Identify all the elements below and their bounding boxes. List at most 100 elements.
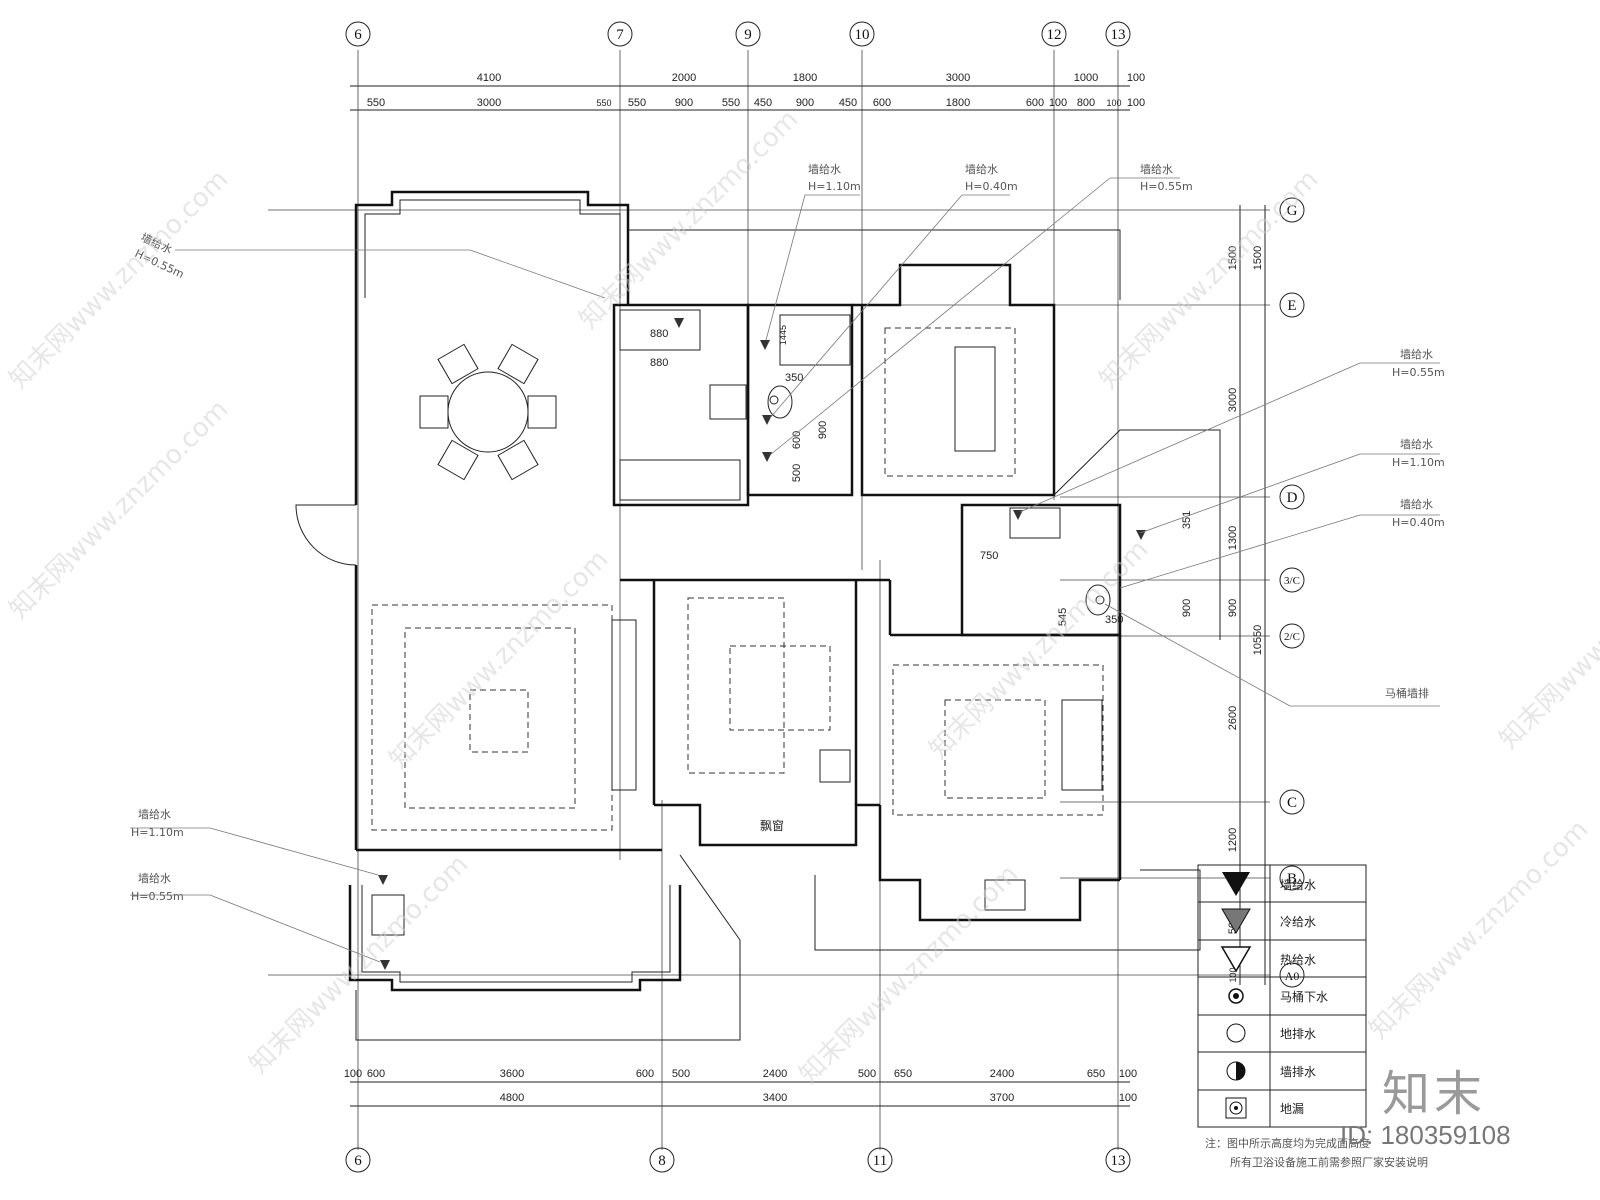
axis-bubble: 11	[867, 1147, 893, 1173]
svg-text:H=0.55m: H=0.55m	[1140, 180, 1193, 193]
svg-text:100: 100	[1049, 97, 1067, 109]
svg-text:H=1.10m: H=1.10m	[1392, 456, 1445, 469]
legend-row: 墙排水	[1226, 1061, 1316, 1081]
svg-text:550: 550	[628, 97, 646, 109]
svg-text:2/C: 2/C	[1284, 631, 1300, 643]
walls: 飘窗	[295, 190, 1221, 1041]
svg-text:墙给水: 墙给水	[1400, 437, 1433, 451]
axis-bubble: B	[1279, 865, 1305, 891]
svg-text:6: 6	[354, 27, 362, 43]
svg-text:550: 550	[722, 97, 740, 109]
wall-supply-triangle-icon	[1136, 530, 1146, 540]
top-axis-bubbles: 6 7 9 10 12 13	[345, 21, 1131, 47]
svg-text:1445: 1445	[778, 325, 788, 345]
svg-text:知末网www.znzmo.com: 知末网www.znzmo.com	[1094, 164, 1325, 395]
svg-text:100: 100	[1127, 72, 1145, 84]
svg-text:6: 6	[354, 1153, 362, 1169]
svg-text:H=1.10m: H=1.10m	[808, 180, 861, 193]
svg-text:马桶墙排: 马桶墙排	[1385, 686, 1429, 700]
callout-wall-water: 墙给水 H=0.40m	[769, 162, 1018, 419]
right-axis-bubbles: G E D 3/C 2/C C B A0	[1279, 197, 1305, 988]
svg-text:550: 550	[596, 98, 611, 108]
svg-text:3400: 3400	[763, 1092, 787, 1104]
svg-text:2400: 2400	[990, 1068, 1014, 1080]
svg-text:H=0.55m: H=0.55m	[131, 890, 184, 903]
svg-text:冷给水: 冷给水	[1280, 915, 1316, 929]
legend-row: 地漏	[1225, 1097, 1304, 1119]
svg-text:墙排水: 墙排水	[1280, 1065, 1316, 1079]
wall-supply-triangle-icon	[674, 318, 684, 328]
callout-wall-water: 墙给水 H=0.55m	[133, 230, 606, 299]
svg-text:8: 8	[658, 1153, 666, 1169]
svg-text:热给水: 热给水	[1280, 953, 1316, 967]
legend-row: 冷给水	[1221, 908, 1316, 934]
svg-text:3000: 3000	[477, 97, 501, 109]
svg-text:100: 100	[1106, 98, 1121, 108]
floor-leak-icon	[1225, 1097, 1247, 1119]
axis-bubble: 8	[649, 1147, 675, 1173]
svg-text:C: C	[1287, 795, 1297, 811]
svg-text:1200: 1200	[1227, 828, 1239, 852]
cold-supply-triangle-icon	[1221, 908, 1251, 934]
axis-bubble: 10	[849, 21, 875, 47]
axis-bubble: 6	[345, 1147, 371, 1173]
toilet-drain-icon	[1228, 988, 1244, 1004]
svg-text:351: 351	[1181, 511, 1193, 529]
callout-wall-water: 墙给水 H=0.55m	[130, 871, 381, 963]
svg-text:H=0.40m: H=0.40m	[965, 180, 1018, 193]
svg-text:1500: 1500	[1227, 246, 1239, 270]
svg-text:知末网www.znzmo.com: 知末网www.znzmo.com	[574, 104, 805, 335]
svg-text:3/C: 3/C	[1284, 575, 1300, 587]
svg-text:地排水: 地排水	[1280, 1027, 1316, 1041]
axis-bubble: 3/C	[1279, 567, 1305, 593]
svg-text:D: D	[1287, 490, 1298, 506]
axis-bubble: 9	[735, 21, 761, 47]
svg-text:1000: 1000	[1074, 72, 1098, 84]
svg-text:500: 500	[672, 1068, 690, 1080]
axis-bubble: 13	[1105, 21, 1131, 47]
axis-lines	[268, 50, 1270, 1150]
svg-text:10: 10	[855, 27, 870, 43]
svg-text:600: 600	[791, 431, 803, 449]
svg-text:900: 900	[817, 421, 829, 439]
watermarks: 知末网www.znzmo.com 知末网www.znzmo.com 知末网www…	[4, 104, 1600, 1090]
svg-text:900: 900	[1181, 599, 1193, 617]
svg-text:2000: 2000	[672, 72, 696, 84]
svg-text:知末网www.znzmo.com: 知末网www.znzmo.com	[1364, 814, 1595, 1045]
svg-text:墙给水: 墙给水	[138, 871, 171, 885]
svg-text:2400: 2400	[763, 1068, 787, 1080]
svg-text:500: 500	[791, 464, 803, 482]
svg-text:墙给水: 墙给水	[1400, 497, 1433, 511]
svg-text:墙给水: 墙给水	[1400, 347, 1433, 361]
svg-text:3600: 3600	[500, 1068, 524, 1080]
svg-text:100: 100	[1119, 1092, 1137, 1104]
svg-text:650: 650	[1087, 1068, 1105, 1080]
water-callouts: 墙给水 H=0.55m 墙给水 H=1.10m 墙给水 H=0.40m 墙给水 …	[130, 162, 1445, 963]
legend-row: 墙给水	[1222, 872, 1316, 896]
svg-text:450: 450	[839, 97, 857, 109]
svg-text:800: 800	[1077, 97, 1095, 109]
svg-text:H=0.55m: H=0.55m	[1392, 366, 1445, 379]
svg-text:500: 500	[858, 1068, 876, 1080]
dining-table	[447, 371, 529, 453]
wall-supply-triangle-icon	[762, 415, 772, 425]
svg-text:600: 600	[873, 97, 891, 109]
svg-text:知末网www.znzmo.com: 知末网www.znzmo.com	[4, 394, 235, 625]
svg-text:B: B	[1287, 871, 1297, 887]
svg-text:350: 350	[785, 372, 803, 384]
bottom-axis-bubbles: 6 8 11 13	[345, 1147, 1131, 1173]
entry-door-swing	[295, 504, 357, 566]
axis-bubble: 12	[1041, 21, 1067, 47]
furniture	[371, 309, 1111, 936]
svg-text:1300: 1300	[1227, 526, 1239, 550]
hot-supply-triangle-icon	[1220, 946, 1252, 973]
floor-drain-circle-icon	[1226, 1023, 1246, 1043]
kitchen-walls	[612, 303, 750, 507]
svg-text:知末网www.znzmo.com: 知末网www.znzmo.com	[1494, 524, 1600, 755]
axis-bubble: E	[1279, 292, 1305, 318]
svg-text:650: 650	[894, 1068, 912, 1080]
legend-table: 墙给水 冷给水 热给水 马桶下水 地排水 墙排水 地漏	[1197, 864, 1367, 1128]
wall-supply-triangle-icon	[1013, 510, 1023, 520]
